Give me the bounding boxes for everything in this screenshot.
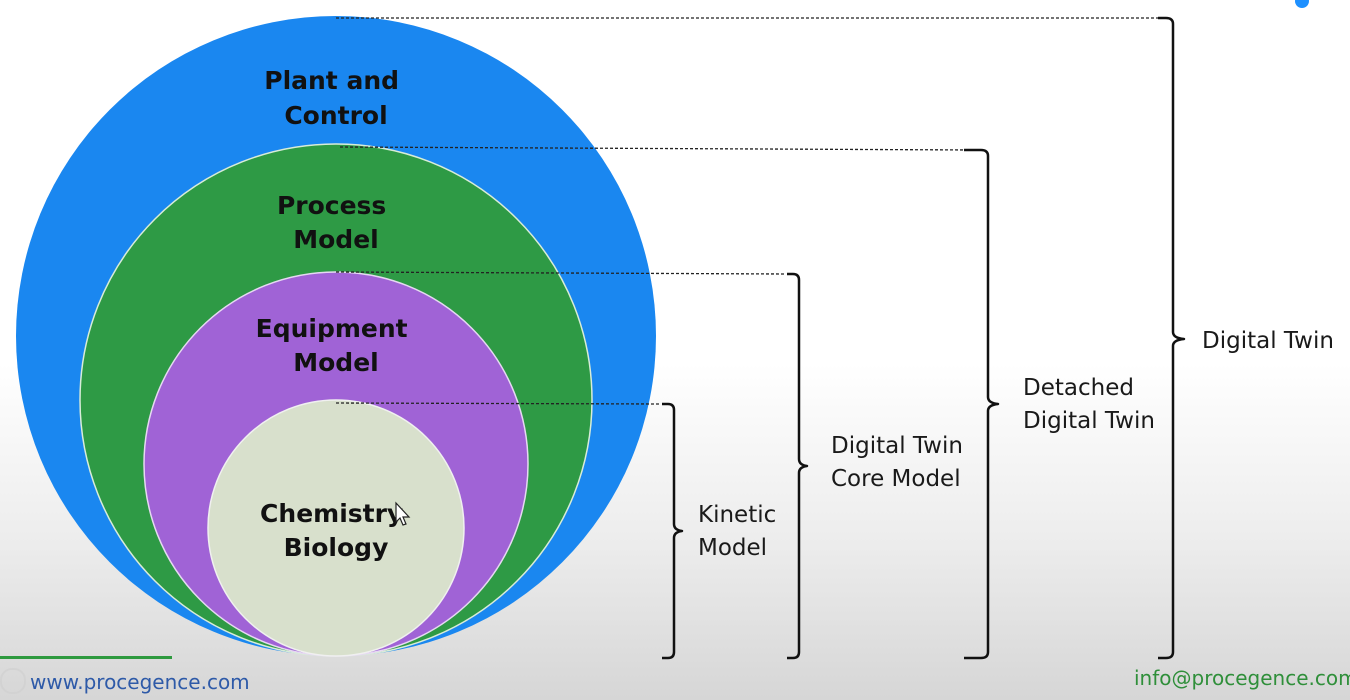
- mouse-cursor-icon: [395, 501, 411, 526]
- bracket-kinetic: [662, 402, 684, 660]
- equipment-label: Equipment Model: [256, 314, 417, 377]
- footer-accent-rule: [0, 656, 172, 659]
- core-model-label: Digital Twin Core Model: [831, 433, 970, 492]
- chemistry-label: Chemistry Biology: [260, 499, 412, 562]
- digital-twin-label: Digital Twin: [1202, 328, 1334, 354]
- detached-twin-label: Detached Digital Twin: [1023, 375, 1155, 434]
- corner-indicator-dot: [1295, 0, 1309, 8]
- connector-detached: [339, 146, 976, 151]
- website-link[interactable]: www.procegence.com: [30, 670, 250, 694]
- bracket-detached: [964, 148, 1000, 660]
- kinetic-model-label: Kinetic Model: [698, 502, 784, 561]
- circle-chemistry-biology: [207, 399, 465, 657]
- brand-logo-icon: [0, 668, 26, 694]
- bracket-digital-twin: [1158, 16, 1186, 660]
- plant-label: Plant and Control: [264, 66, 408, 130]
- process-label: Process Model: [277, 191, 395, 254]
- bracket-core: [787, 272, 809, 660]
- connector-kinetic: [335, 402, 661, 405]
- email-link[interactable]: info@procegence.com: [1134, 666, 1350, 690]
